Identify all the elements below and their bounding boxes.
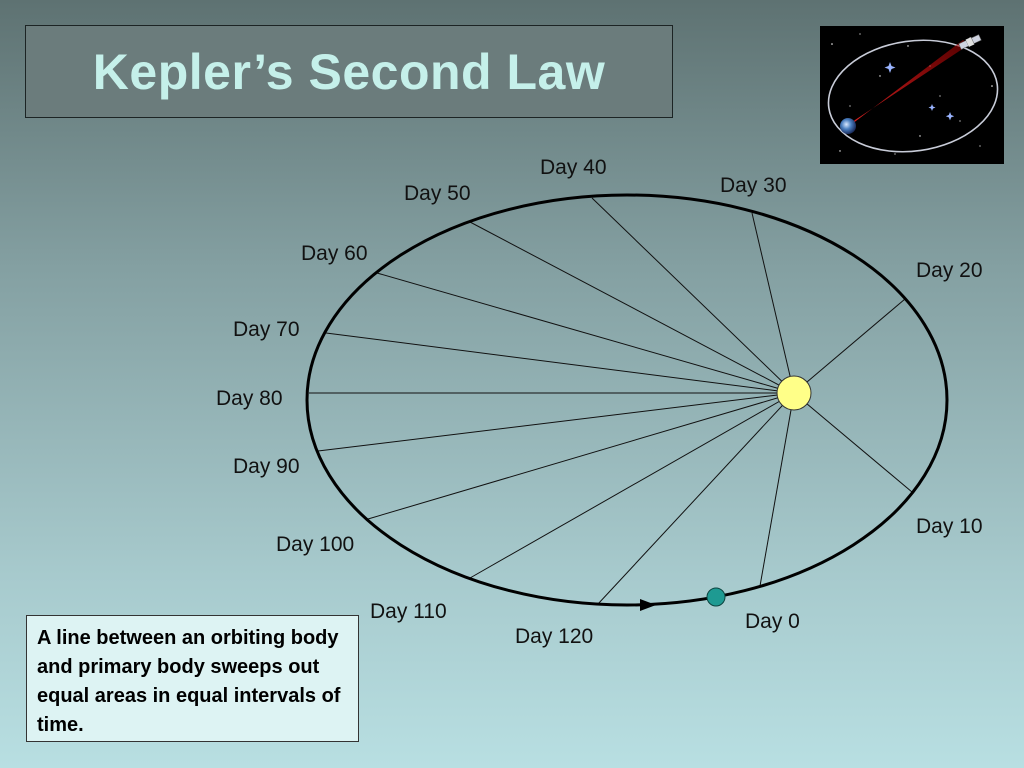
radius-line-4	[591, 197, 795, 394]
radius-line-5	[469, 221, 795, 394]
day-label: Day 10	[916, 515, 983, 538]
slide-title: Kepler’s Second Law	[92, 43, 606, 100]
radius-line-1	[793, 392, 913, 493]
day-label: Day 120	[515, 625, 593, 648]
law-description: A line between an orbiting body and prim…	[26, 615, 359, 742]
day-label: Day 80	[216, 387, 283, 410]
day-label: Day 70	[233, 318, 300, 341]
day-label: Day 20	[916, 259, 983, 282]
day-label: Day 40	[540, 156, 607, 179]
day-label: Day 50	[404, 182, 471, 205]
sun	[776, 375, 812, 411]
radius-line-0	[759, 392, 795, 587]
radius-line-11	[469, 392, 795, 579]
radius-line-7	[325, 332, 795, 394]
orbit-ellipse	[305, 193, 949, 607]
day-label: Day 60	[301, 242, 368, 265]
day-label: Day 0	[745, 610, 800, 633]
satellite-orbit-icon	[820, 26, 1004, 164]
radius-line-3	[751, 212, 795, 394]
orbit-direction-arrow	[640, 599, 656, 611]
radius-line-6	[376, 272, 795, 394]
radius-line-2	[793, 298, 906, 394]
radius-line-10	[367, 392, 795, 520]
radius-line-9	[317, 392, 795, 452]
day-label: Day 100	[276, 533, 354, 556]
day-label: Day 110	[370, 600, 447, 623]
day-label: Day 30	[720, 174, 787, 197]
title-box: Kepler’s Second Law	[25, 25, 673, 118]
day-label: Day 90	[233, 455, 300, 478]
planet	[706, 587, 726, 607]
radius-line-12	[597, 392, 795, 605]
radius-lines	[309, 197, 913, 605]
